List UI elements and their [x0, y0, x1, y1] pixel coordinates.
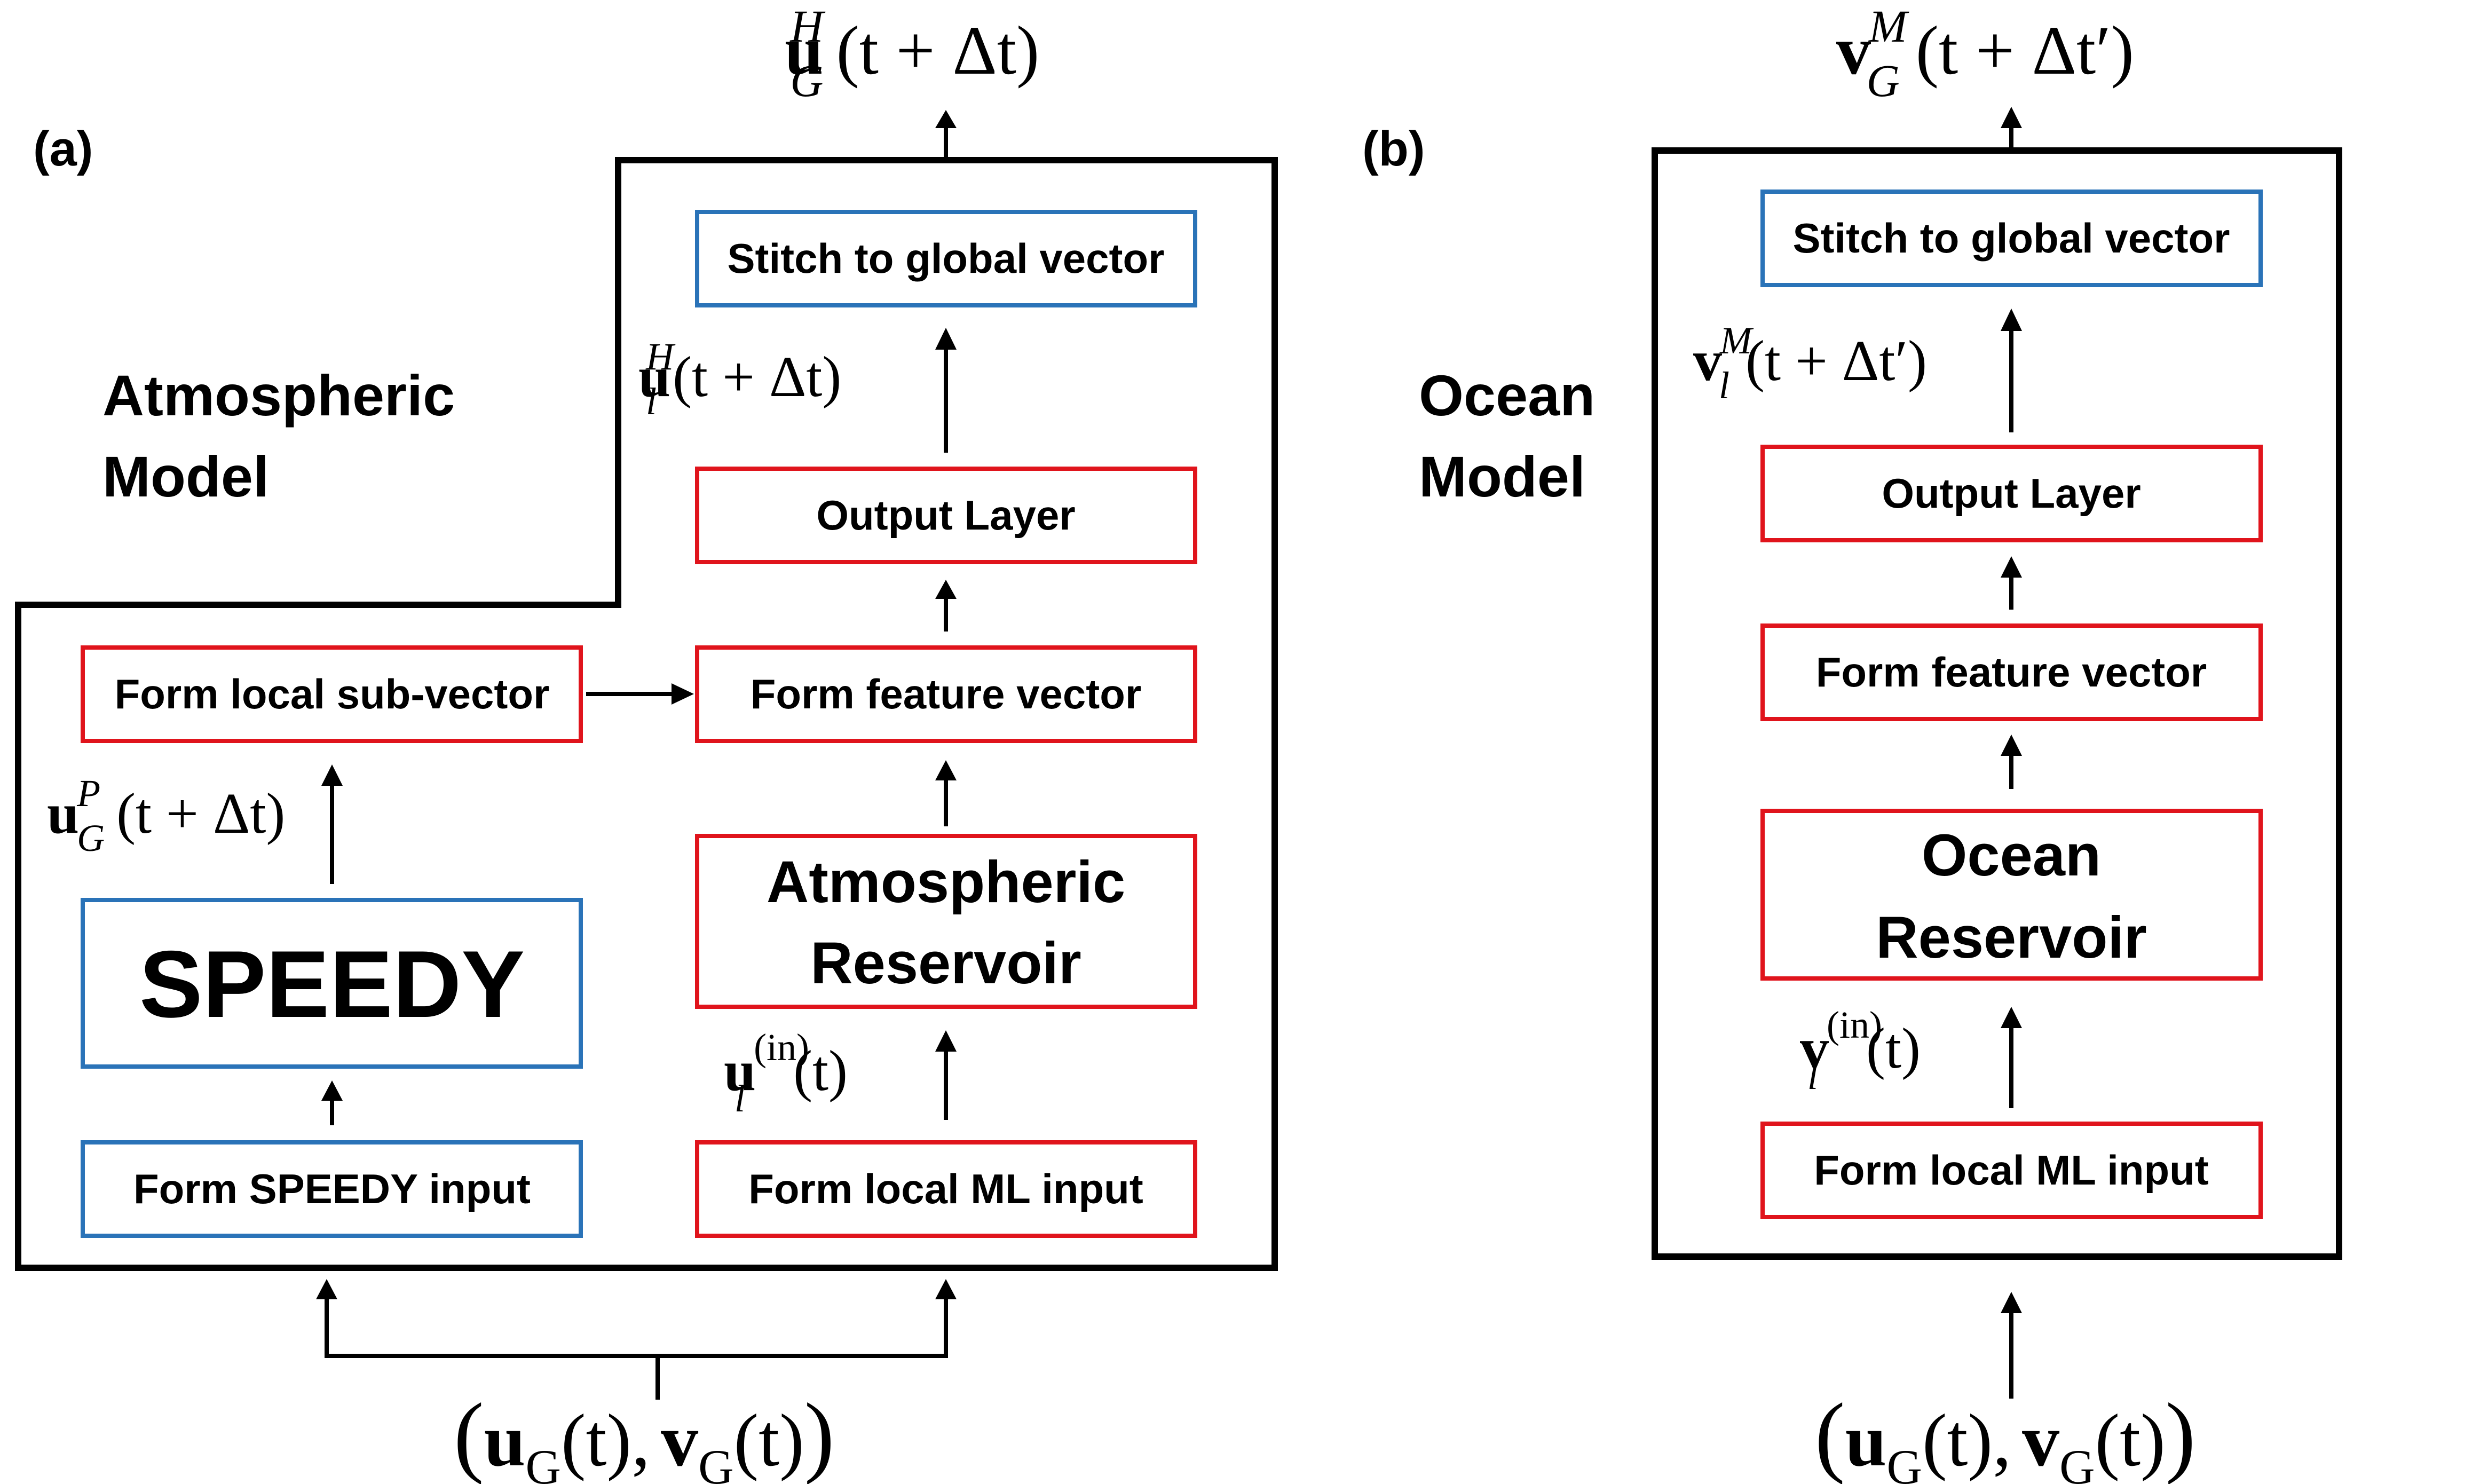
atmos-form-local-ml-label: Form local ML input — [748, 1165, 1143, 1212]
ocean-arrows — [2001, 107, 2022, 1399]
atmos-coupled-input-label: (uG(t),vG(t)) — [454, 1385, 834, 1484]
ocean-reservoir-box — [1760, 809, 2263, 981]
atmos-reservoir-box — [695, 834, 1197, 1009]
panel-b-title-line2: Model — [1419, 444, 1585, 509]
atmos-output-layer-label: Output Layer — [816, 492, 1075, 539]
atmos-form-local-ml-box — [695, 1140, 1197, 1238]
ocean-reservoir-label-line1: Ocean — [1922, 823, 2101, 888]
panel-a-title-line1: Atmospheric — [102, 363, 455, 428]
atmos-arrows — [316, 110, 957, 1400]
atmos-reservoir-label-line1: Atmospheric — [767, 849, 1125, 915]
ocean-output-layer-box — [1760, 445, 2263, 542]
ocean-model-frame — [1652, 147, 2342, 1260]
ocean-local-input-label: v(in)l(t) — [1800, 1004, 1921, 1098]
panel-b-title-line1: Ocean — [1419, 363, 1595, 428]
ocean-form-feature-box — [1760, 623, 2263, 721]
atmos-stitch-global-box — [695, 210, 1197, 307]
ocean-output-layer-label: Output Layer — [1882, 470, 2141, 517]
atmos-form-feature-box — [695, 645, 1197, 743]
ocean-reservoir-label-line2: Reservoir — [1876, 905, 2147, 970]
panel-a-title-line2: Model — [102, 444, 269, 509]
atmos-output-layer-box — [695, 467, 1197, 564]
ocean-coupled-input-label: (uG(t),vG(t)) — [1815, 1385, 2195, 1484]
atmos-local-input-label: u(in)l(t) — [724, 1026, 848, 1120]
form-speedy-input-label: Form SPEEDY input — [133, 1165, 531, 1212]
ocean-stitch-global-label: Stitch to global vector — [1792, 215, 2230, 262]
atmos-form-feature-label: Form feature vector — [751, 670, 1142, 717]
ocean-form-local-ml-label: Form local ML input — [1814, 1147, 2209, 1194]
atmospheric-model-frame — [15, 157, 1278, 1271]
form-local-subvector-label: Form local sub-vector — [115, 670, 550, 717]
speedy-label: SPEEDY — [139, 931, 525, 1037]
ocean-stitch-global-box — [1760, 190, 2263, 287]
form-speedy-input-box — [81, 1140, 583, 1238]
atmos-reservoir-label-line2: Reservoir — [810, 930, 1081, 996]
form-local-subvector-box — [81, 645, 583, 743]
speedy-box — [81, 898, 583, 1069]
panel-a-tag: (a) — [33, 122, 93, 176]
atmos-stitch-global-label: Stitch to global vector — [727, 235, 1164, 282]
panel-b-tag: (b) — [1362, 122, 1425, 176]
ocean-form-local-ml-box — [1760, 1122, 2263, 1219]
ocean-form-feature-label: Form feature vector — [1816, 649, 2207, 696]
